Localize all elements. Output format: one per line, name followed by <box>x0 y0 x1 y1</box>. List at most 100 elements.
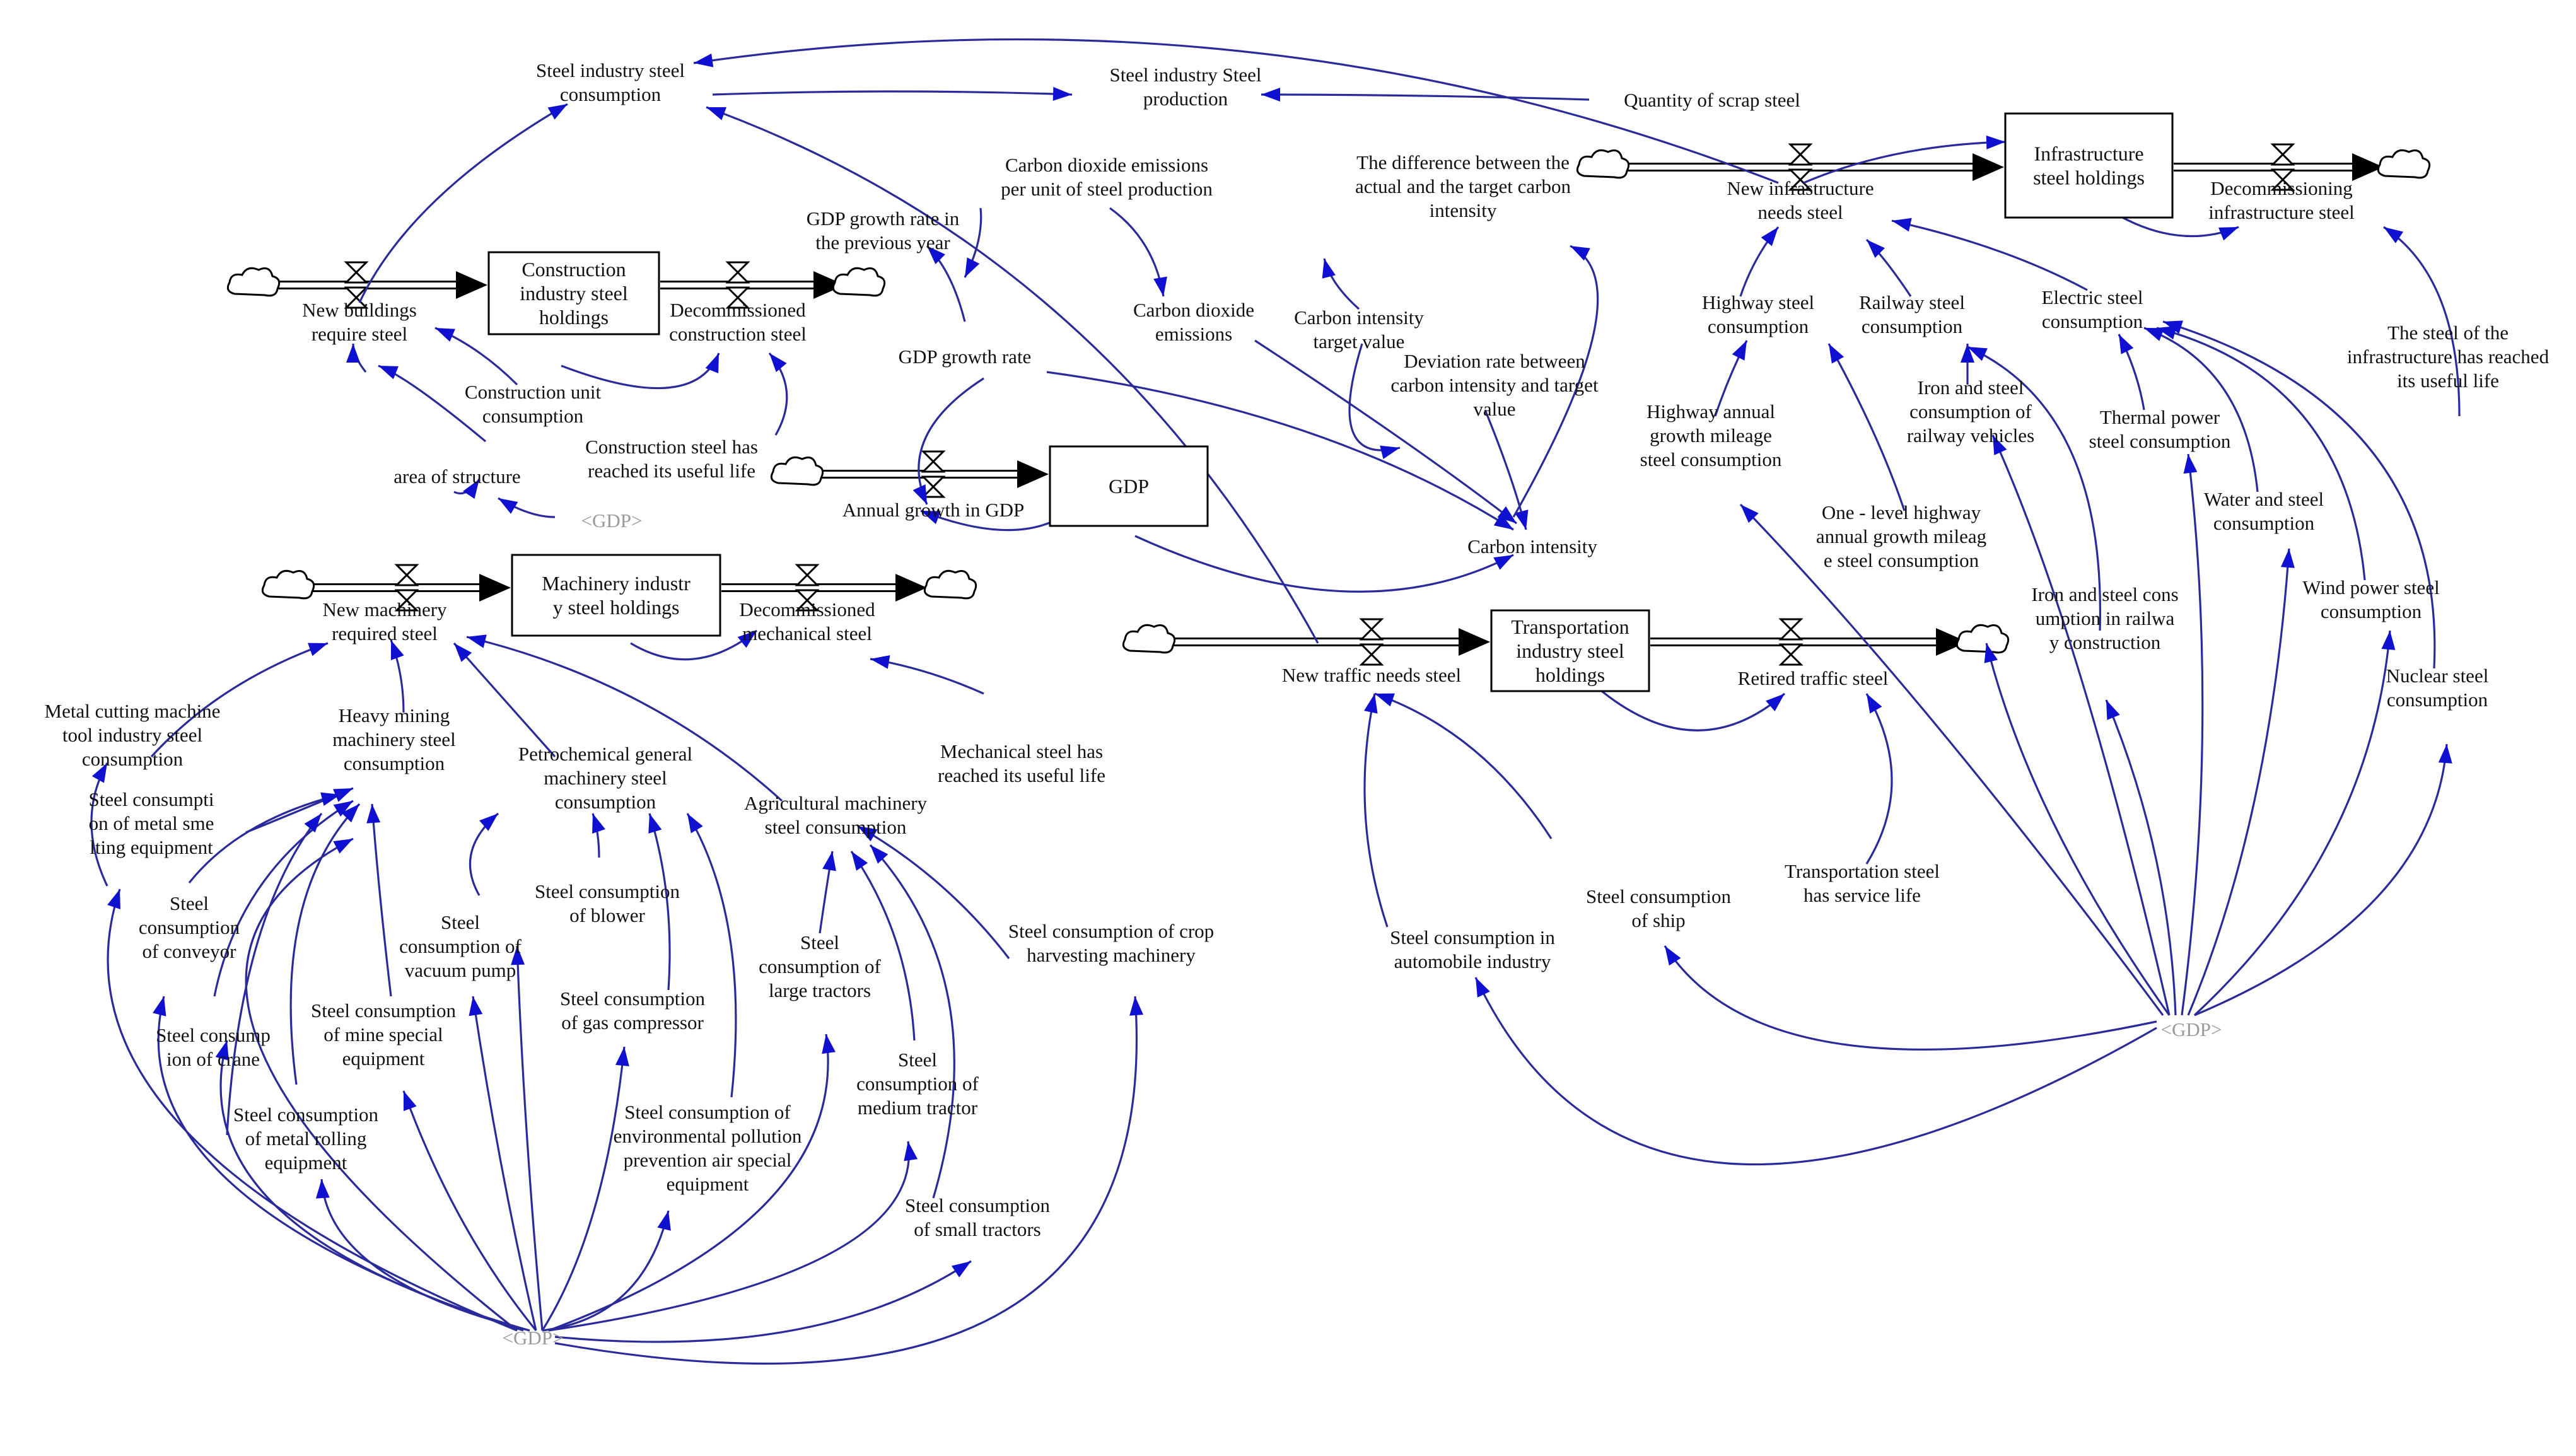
causal-link-arrow <box>188 792 341 883</box>
causal-link-arrow <box>358 103 568 303</box>
causal-link-arrow <box>2187 548 2295 1016</box>
sink-cloud-icon <box>832 267 886 297</box>
causal-link-arrow <box>857 825 1010 959</box>
causal-link-arrow <box>706 106 1319 644</box>
source-cloud-icon <box>1576 149 1630 179</box>
causal-link-arrow <box>346 343 367 373</box>
flow-arrowhead <box>456 271 487 299</box>
causal-link-arrow <box>150 642 329 758</box>
causal-link-arrow <box>1991 434 2171 1016</box>
flow-arrowhead <box>1459 628 1490 656</box>
sink-cloud-icon <box>2377 149 2431 179</box>
flow-arrowhead <box>813 271 845 299</box>
causal-link-arrow <box>315 1179 530 1332</box>
flow-valve-icon <box>725 261 750 309</box>
causal-link-arrow <box>561 352 720 390</box>
causal-link-arrow <box>693 38 1779 184</box>
causal-link-arrow <box>630 629 757 661</box>
causal-link-arrow <box>926 245 966 322</box>
causal-link-arrow <box>1739 503 2164 1016</box>
infrastructure-outflow-pipe <box>2174 153 2384 181</box>
variable-carbon-intensity: Carbon intensity <box>1467 535 1597 557</box>
causal-link-arrow <box>592 813 605 858</box>
source-cloud-icon <box>1122 624 1176 654</box>
flow-valve-icon <box>344 261 369 309</box>
causal-link-arrow <box>768 352 788 436</box>
causal-link-arrow <box>434 327 518 386</box>
causal-link-arrow <box>554 996 1144 1365</box>
causal-link-arrow <box>366 803 392 997</box>
causal-link-arrow <box>869 844 955 1199</box>
causal-link-arrow <box>1109 207 1167 297</box>
source-cloud-icon <box>261 569 315 600</box>
causal-link-arrow <box>964 207 982 278</box>
causal-link-arrow <box>1984 643 2171 1016</box>
causal-link-arrow <box>1474 977 2157 1165</box>
construction-inflow-pipe <box>271 271 487 299</box>
flow-pipes <box>226 143 2431 666</box>
causal-link-arrow <box>1967 346 2102 631</box>
causal-link-arrow <box>819 851 836 934</box>
causal-link-arrow <box>378 364 487 443</box>
flow-arrowhead <box>479 574 511 602</box>
infrastructure-inflow-pipe <box>1617 153 2004 181</box>
causal-link-arrow <box>1582 673 1786 731</box>
causal-link-arrow <box>1739 226 1780 297</box>
flow-valve-icon <box>1778 618 1804 666</box>
causal-link-arrow <box>498 497 556 518</box>
causal-link-arrow <box>712 86 1073 101</box>
variable-gdp-growth: GDP growth rate <box>899 346 1032 368</box>
causal-link-arrow <box>548 1034 836 1332</box>
causal-link-arrow <box>511 945 544 1331</box>
causal-link-arrow <box>1254 339 1517 525</box>
causal-link-arrow <box>213 800 354 997</box>
gdp-inflow-pipe <box>801 460 1049 488</box>
variable-new-traffic: New traffic needs steel <box>1282 664 1461 686</box>
causal-link-arrow <box>1865 693 1893 865</box>
variable-gdp-shadow-top: <GDP> <box>581 510 643 532</box>
causal-link-arrow <box>648 813 671 991</box>
causal-link-arrow <box>2143 327 2259 492</box>
causal-link-arrow <box>1803 135 2006 184</box>
causal-link-arrow <box>912 377 984 505</box>
flow-valve-icon <box>1359 618 1384 666</box>
flow-arrowhead <box>2352 153 2384 181</box>
machinery-inflow-pipe <box>306 574 511 602</box>
stock-label: GDP <box>1109 475 1149 498</box>
causal-link-arrow <box>1046 371 1514 531</box>
causal-link-arrow <box>215 1040 530 1332</box>
variable-gdp-shadow-right: <GDP> <box>2161 1018 2222 1040</box>
flow-arrowhead <box>1017 460 1049 488</box>
variable-annual-growth-gdp: Annual growth in GDP <box>842 499 1024 521</box>
